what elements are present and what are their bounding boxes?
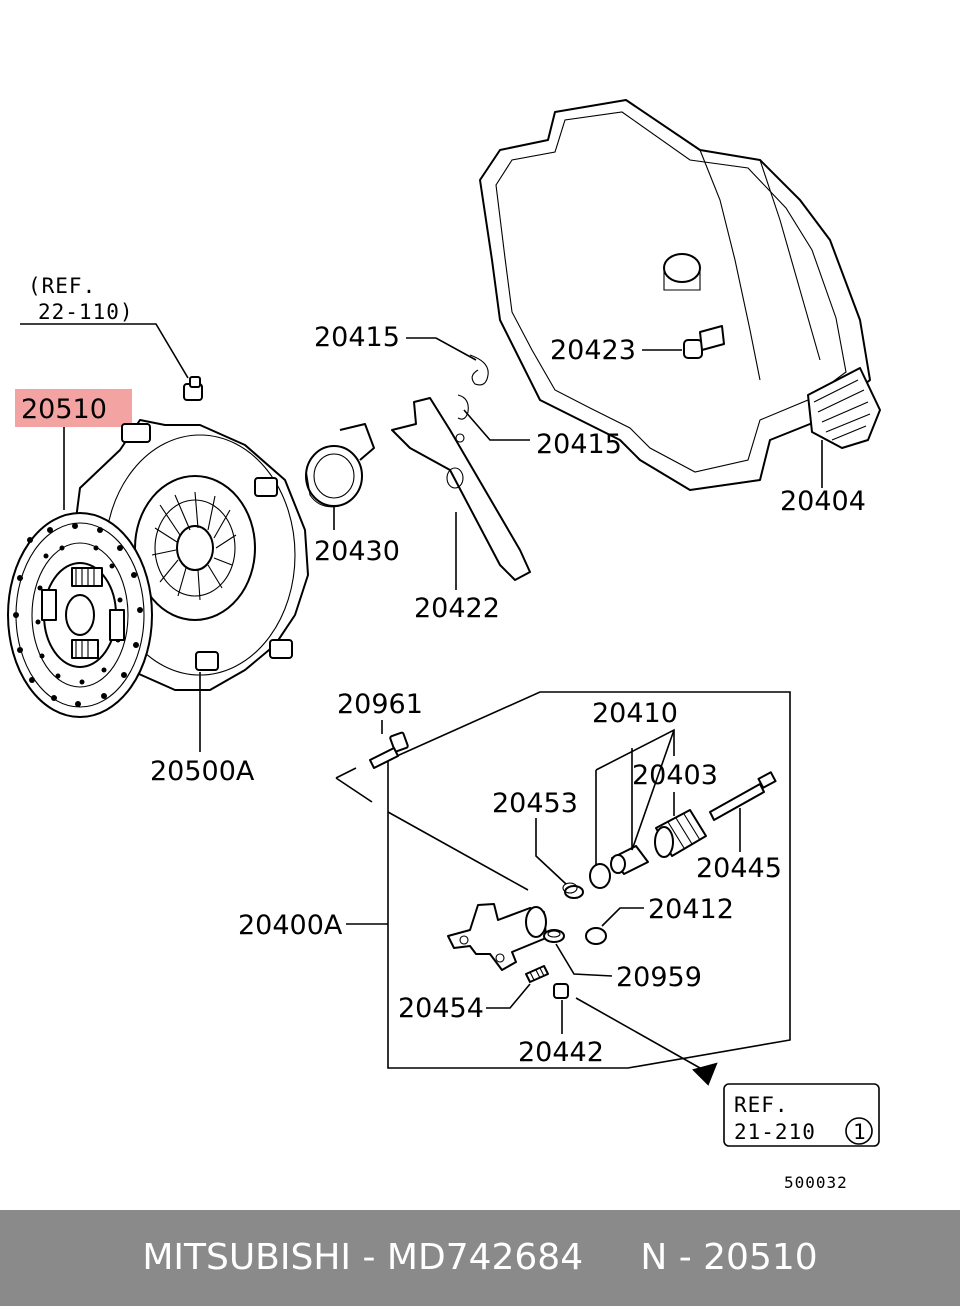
piston-20412-part	[585, 927, 607, 945]
leader-20415-right	[463, 409, 530, 441]
bolt-20423-part	[683, 325, 725, 359]
ref-21-210-box[interactable]: REF. 21-210 1	[723, 1083, 880, 1147]
ref-circle	[845, 1117, 873, 1145]
callout-20423[interactable]: 20423	[550, 335, 636, 366]
callout-20430[interactable]: 20430	[314, 536, 400, 567]
callout-20415-top[interactable]: 20415	[314, 322, 400, 353]
callout-20453[interactable]: 20453	[492, 788, 578, 819]
group-pointer-lines	[335, 767, 529, 891]
spring-20453-part	[562, 882, 584, 899]
callout-20403[interactable]: 20403	[632, 760, 718, 791]
ref-22-110-line2: 22-110)	[38, 300, 134, 324]
diagram-code: 500032	[784, 1173, 848, 1192]
seal-ring-part	[589, 863, 611, 889]
leader-20454	[486, 983, 531, 1009]
callout-20404[interactable]: 20404	[780, 486, 866, 517]
callout-20445[interactable]: 20445	[696, 853, 782, 884]
ref-21-210-line2: 21-210	[734, 1120, 816, 1144]
ref-circle-number: 1	[853, 1120, 867, 1144]
leader-20412	[601, 907, 644, 927]
cap-part	[553, 983, 569, 999]
boot-part	[807, 367, 881, 449]
exploded-parts-diagram: (REF. 22-110) 20510 20500A 20430 20422 2…	[7, 99, 881, 1192]
spring-20959-part	[543, 929, 565, 943]
clutch-disc-part	[7, 512, 153, 718]
piston-cup-part	[610, 845, 649, 875]
part-number-caption: MITSUBISHI - MD742684 N - 20510	[142, 1237, 818, 1278]
release-cylinder-group-box	[387, 691, 791, 1069]
callout-20510[interactable]: 20510	[21, 394, 107, 425]
release-cylinder-part	[447, 903, 547, 971]
ref-arrow-head	[692, 1062, 718, 1086]
callout-20400A[interactable]: 20400A	[238, 910, 343, 941]
footer-bar: MITSUBISHI - MD742684 N - 20510	[0, 1210, 960, 1306]
callout-20422[interactable]: 20422	[414, 593, 500, 624]
callout-20500A[interactable]: 20500A	[150, 756, 255, 787]
callout-20442[interactable]: 20442	[518, 1037, 604, 1068]
push-rod-part	[709, 771, 777, 821]
leader-20415-top	[406, 337, 477, 361]
callout-20959[interactable]: 20959	[616, 962, 702, 993]
ref-arrow-line	[575, 997, 701, 1069]
ref-21-210-line1: REF.	[734, 1093, 789, 1117]
highlight-box	[15, 389, 132, 427]
callout-20454[interactable]: 20454	[398, 993, 484, 1024]
leader-20410	[595, 728, 675, 866]
piston-large-part	[654, 809, 707, 858]
release-bearing-part	[305, 423, 375, 508]
bleeder-screw-part	[525, 965, 549, 983]
spring-20415-right-part	[457, 394, 469, 420]
callout-20412[interactable]: 20412	[648, 894, 734, 925]
leader-20959	[555, 943, 613, 977]
release-fork-part	[391, 397, 531, 581]
callout-20415-right[interactable]: 20415	[536, 429, 622, 460]
leader-20453	[535, 818, 567, 885]
spring-20415-top-part	[469, 354, 489, 386]
ref-22-110-line1: (REF.	[28, 274, 96, 298]
callout-20961[interactable]: 20961	[337, 689, 423, 720]
bleeder-bolt-part	[369, 731, 409, 769]
callout-20410[interactable]: 20410	[592, 698, 678, 729]
reference-pin-part	[183, 376, 203, 401]
leader-ref-22-110	[20, 323, 189, 379]
